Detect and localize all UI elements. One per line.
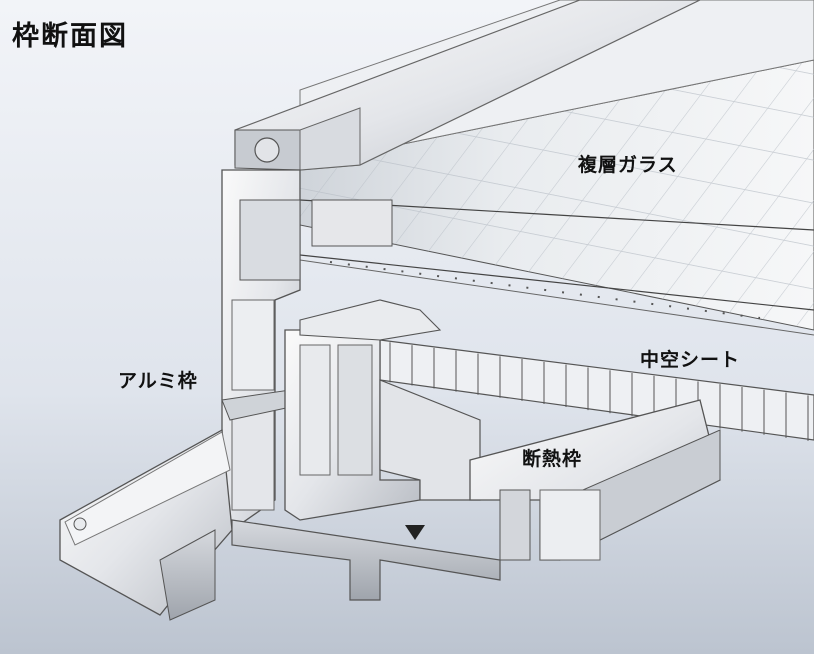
hollow-sheet-label: 中空シート [640, 349, 741, 371]
glass-spacer [311, 199, 393, 247]
aluminum-bottom-flange [59, 428, 233, 621]
top-cap-rail [234, 0, 701, 171]
bottom-connector [231, 519, 501, 601]
diagram-title: 枠断面図 [12, 21, 128, 52]
sheet-cover-lip [299, 299, 442, 341]
double-glass-label: 複層ガラス [578, 154, 678, 176]
thermal-break-frame-label: 断熱枠 [522, 448, 583, 470]
thermal-break-frame-profile [284, 329, 721, 561]
aluminum-frame-label: アルミ枠 [118, 370, 198, 392]
